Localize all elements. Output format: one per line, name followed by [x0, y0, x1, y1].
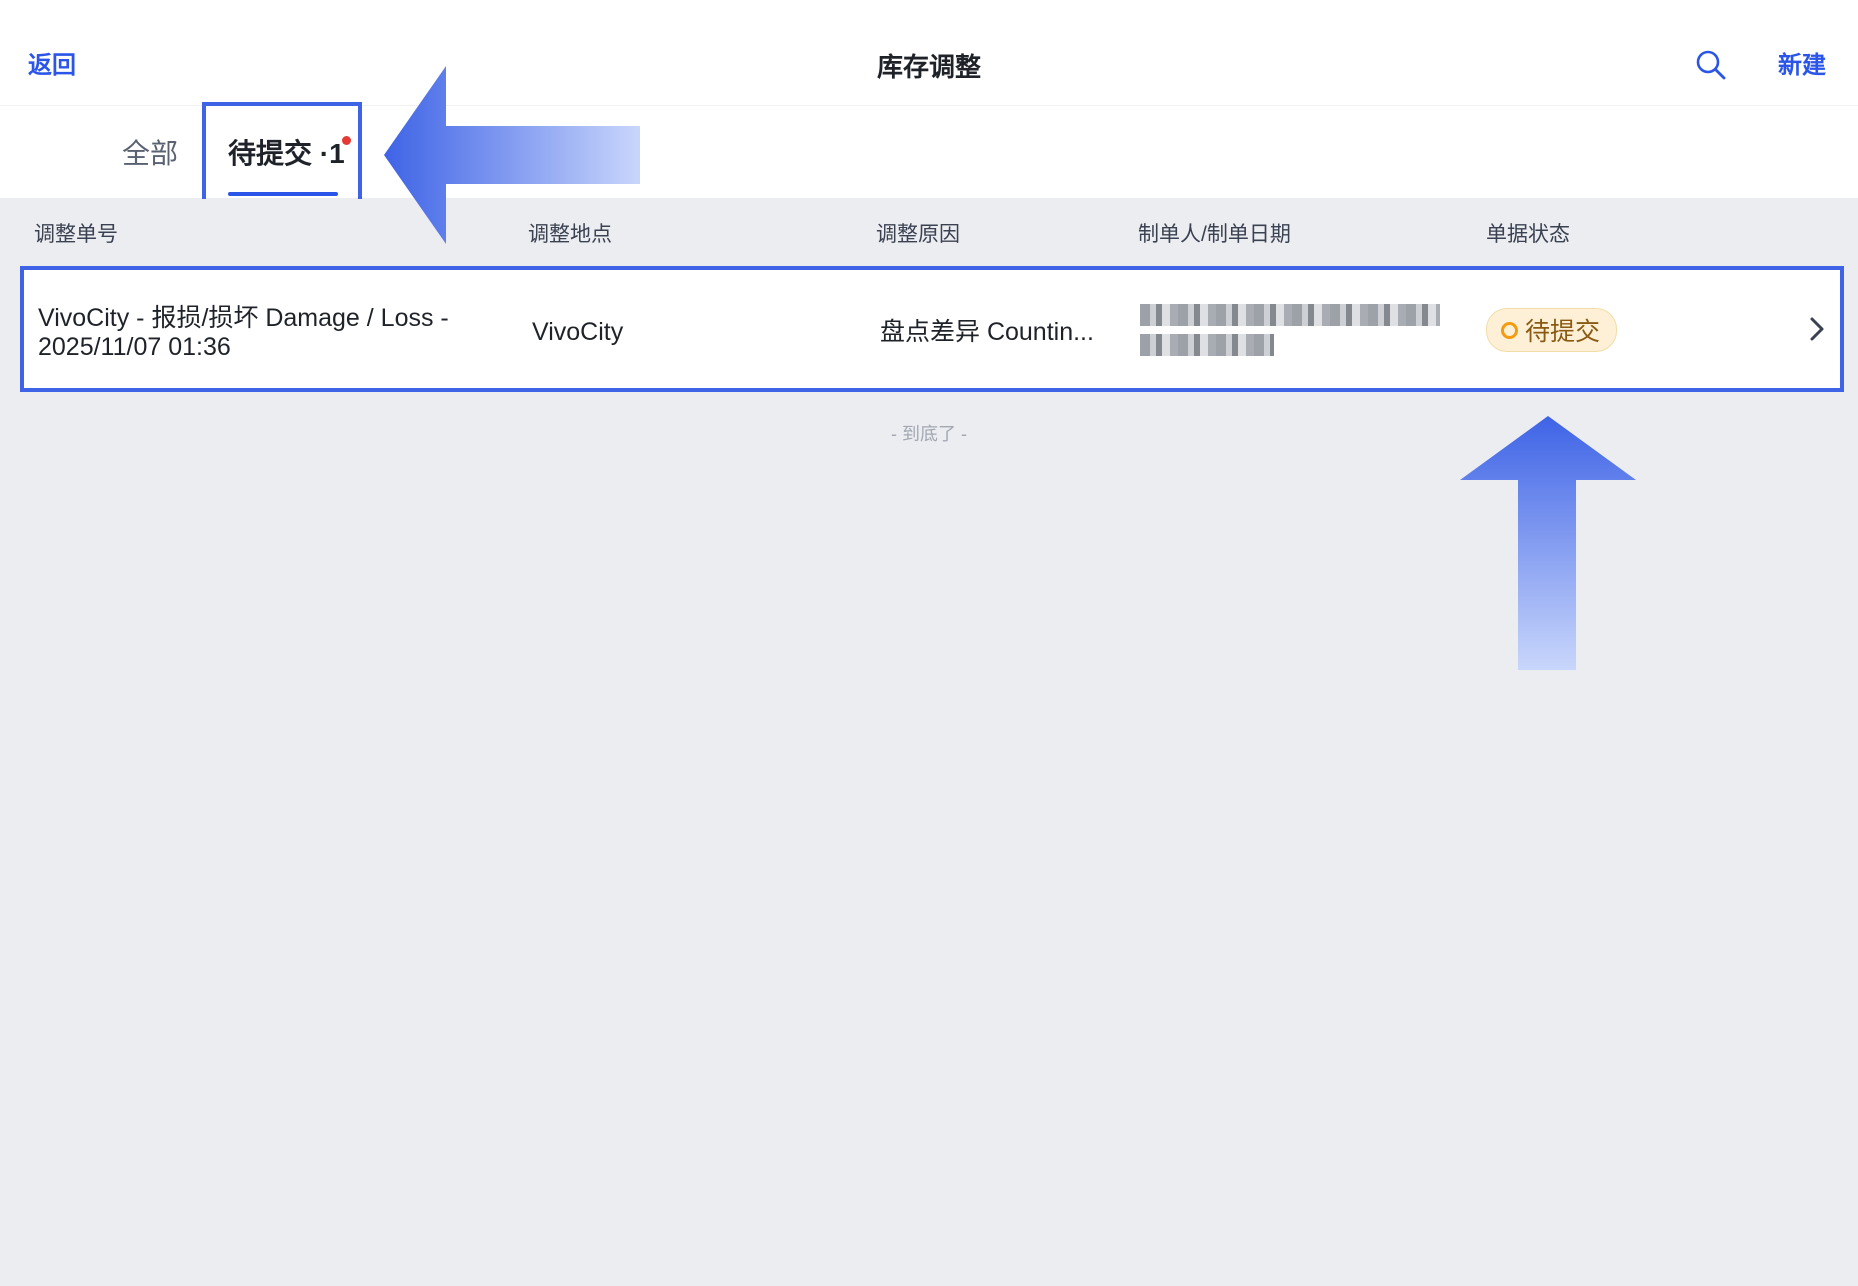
adjustment-number-cell: VivoCity - 报损/损坏 Damage / Loss - 2025/11…: [38, 304, 449, 361]
tab-highlight-box: [202, 102, 362, 209]
search-icon[interactable]: [1694, 48, 1728, 82]
status-tabs: 全部 待提交 ·1: [0, 106, 1858, 198]
status-badge: 待提交: [1486, 308, 1618, 352]
blurred-creation-date: [1140, 334, 1274, 356]
table-row[interactable]: VivoCity - 报损/损坏 Damage / Loss - 2025/11…: [20, 266, 1844, 392]
status-badge-label: 待提交: [1525, 318, 1601, 346]
left-arrow-annotation: [384, 66, 640, 244]
active-tab-indicator: [228, 192, 338, 196]
end-of-list-text: - 到底了 -: [891, 424, 967, 444]
top-navigation-bar: 返回 库存调整 新建: [0, 0, 1858, 106]
column-header-creator-date: 制单人/制单日期: [1138, 223, 1291, 246]
blurred-creator-name: [1140, 304, 1440, 326]
column-header-adjustment-reason: 调整原因: [876, 223, 960, 246]
table-header: [0, 199, 1858, 263]
page-title: 库存调整: [876, 52, 981, 82]
tab-pending-submission[interactable]: 待提交 ·1: [228, 138, 345, 169]
new-button[interactable]: 新建: [1778, 52, 1826, 79]
column-header-adjustment-location: 调整地点: [528, 223, 612, 246]
back-button[interactable]: 返回: [28, 52, 76, 79]
column-header-document-status: 单据状态: [1486, 223, 1570, 246]
chevron-right-icon[interactable]: [1802, 314, 1832, 344]
up-arrow-annotation: [1460, 416, 1636, 670]
adjustment-reason-cell: 盘点差异 Countin...: [880, 318, 1094, 346]
adjustment-location-cell: VivoCity: [532, 318, 624, 346]
column-header-adjustment-number: 调整单号: [34, 223, 118, 246]
status-ring-icon: [1501, 321, 1518, 339]
unread-dot-badge: [342, 136, 351, 145]
tab-all[interactable]: 全部: [122, 138, 179, 169]
creator-date-cell-blurred: [1140, 298, 1460, 362]
